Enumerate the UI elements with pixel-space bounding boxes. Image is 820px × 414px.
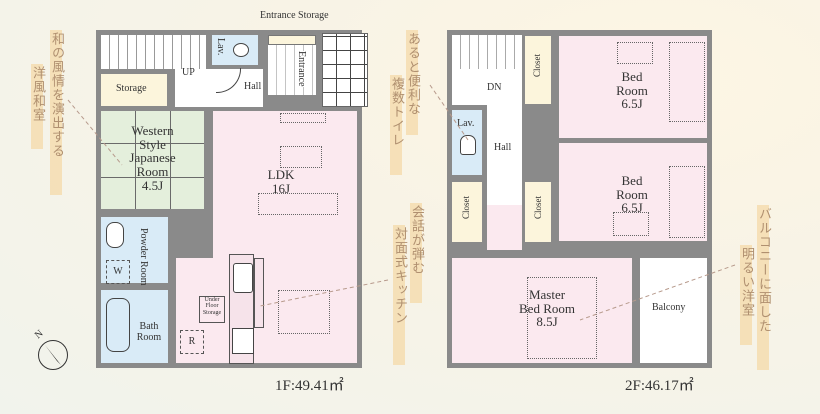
japanese-room-line-1: Western xyxy=(131,123,174,138)
hall-2f-label: Hall xyxy=(494,142,512,153)
floor-1-area: 1F:49.41㎡ xyxy=(275,378,344,394)
toilet-icon xyxy=(460,135,476,155)
lav-1f-label: Lav. xyxy=(215,38,226,56)
ufs-line-1: Under xyxy=(204,297,220,303)
annotation-kitchen-1: 会話が弾む xyxy=(409,205,424,275)
ldk-label: LDK xyxy=(267,167,295,182)
entrance-label: Entrance xyxy=(296,51,307,87)
bed-room-1-size: 6.5J xyxy=(621,96,643,112)
ufs-line-3: Storage xyxy=(202,309,222,316)
ufs-line-2: Floor xyxy=(205,303,219,310)
bathtub-icon xyxy=(106,298,130,352)
master-bed-room xyxy=(452,258,632,363)
compass xyxy=(38,340,68,370)
japanese-room-line-2: Style xyxy=(139,136,166,152)
bed xyxy=(669,166,705,238)
desk xyxy=(617,42,653,64)
refrigerator-space: R xyxy=(180,330,204,354)
floor-2-area: 2F:46.17㎡ xyxy=(625,378,694,394)
balcony-label: Balcony xyxy=(652,302,686,313)
bed-room-2-label-2: Room xyxy=(616,186,648,202)
master-bed-room-label-2: Bed Room xyxy=(519,300,575,316)
bed-room-1-label-1: Bed xyxy=(621,69,643,84)
balcony xyxy=(640,258,707,363)
air-conditioner-icon xyxy=(280,113,326,123)
bed-room-1-label-2: Room xyxy=(616,82,648,98)
annotation-toilet-2: 複数トイレ xyxy=(389,77,404,147)
storage-label: Storage xyxy=(116,83,147,94)
bed-room-2-label-1: Bed xyxy=(621,173,643,188)
dining-table xyxy=(278,290,330,334)
closet-hall xyxy=(452,182,482,242)
annotation-japanese-room-1: 和の風情を演出する xyxy=(49,32,64,158)
entrance-storage-label: Entrance Storage xyxy=(260,10,329,21)
closet-bedroom-1 xyxy=(525,36,551,104)
lav-2f-label: Lav. xyxy=(457,118,475,129)
bed xyxy=(527,277,597,359)
bed-room-2-size: 6.5J xyxy=(621,200,643,216)
bed-room-2 xyxy=(559,143,707,241)
compass-needle-icon xyxy=(45,345,61,365)
porch-tiles xyxy=(322,33,368,107)
storage-1f xyxy=(101,74,167,106)
sink-icon xyxy=(233,263,253,293)
tv-table xyxy=(280,146,322,168)
annotation-balcony-room-2: 明るい洋室 xyxy=(739,247,754,317)
japanese-room-size: 4.5J xyxy=(141,177,164,193)
sofa xyxy=(258,193,338,215)
under-floor-storage: Under Floor Storage xyxy=(199,296,225,323)
entrance xyxy=(268,45,316,95)
ldk-size: 16J xyxy=(271,180,291,196)
annotation-balcony-room-1: バルコニーに面した xyxy=(756,207,771,333)
toilet-icon xyxy=(233,43,249,57)
up-label: UP xyxy=(182,67,195,78)
bath-room-label-1: Bath xyxy=(139,321,159,332)
bath-room-label-2: Room xyxy=(136,331,162,343)
dn-label: DN xyxy=(487,82,502,93)
master-bed-room-size: 8.5J xyxy=(536,314,558,330)
floor-plan-2f: DN Hall Lav. Closet Bed Room 6.5J Closet… xyxy=(447,30,717,370)
japanese-room-line-3: Japanese xyxy=(129,150,176,166)
powder-room-label: Powder Room xyxy=(138,228,149,286)
master-bed-room-label-1: Master xyxy=(528,287,566,302)
annotation-toilet-1: あると便利な xyxy=(405,32,420,116)
closet-bedroom-2 xyxy=(525,182,551,242)
desk xyxy=(613,212,649,236)
floor-plan-1f: Lav. Entrance UP Hall Storage Western St… xyxy=(96,28,368,368)
hall-1f-label: Hall xyxy=(244,81,262,92)
japanese-room-line-4: Room xyxy=(136,163,169,179)
wash-basin-icon xyxy=(106,222,124,248)
annotation-japanese-room-2: 洋風和室 xyxy=(30,66,45,122)
annotation-kitchen-2: 対面式キッチン xyxy=(392,227,407,325)
washer-space: W xyxy=(106,260,130,284)
stove-icon xyxy=(232,328,254,354)
hall-2f xyxy=(487,105,522,205)
bed xyxy=(669,42,705,122)
